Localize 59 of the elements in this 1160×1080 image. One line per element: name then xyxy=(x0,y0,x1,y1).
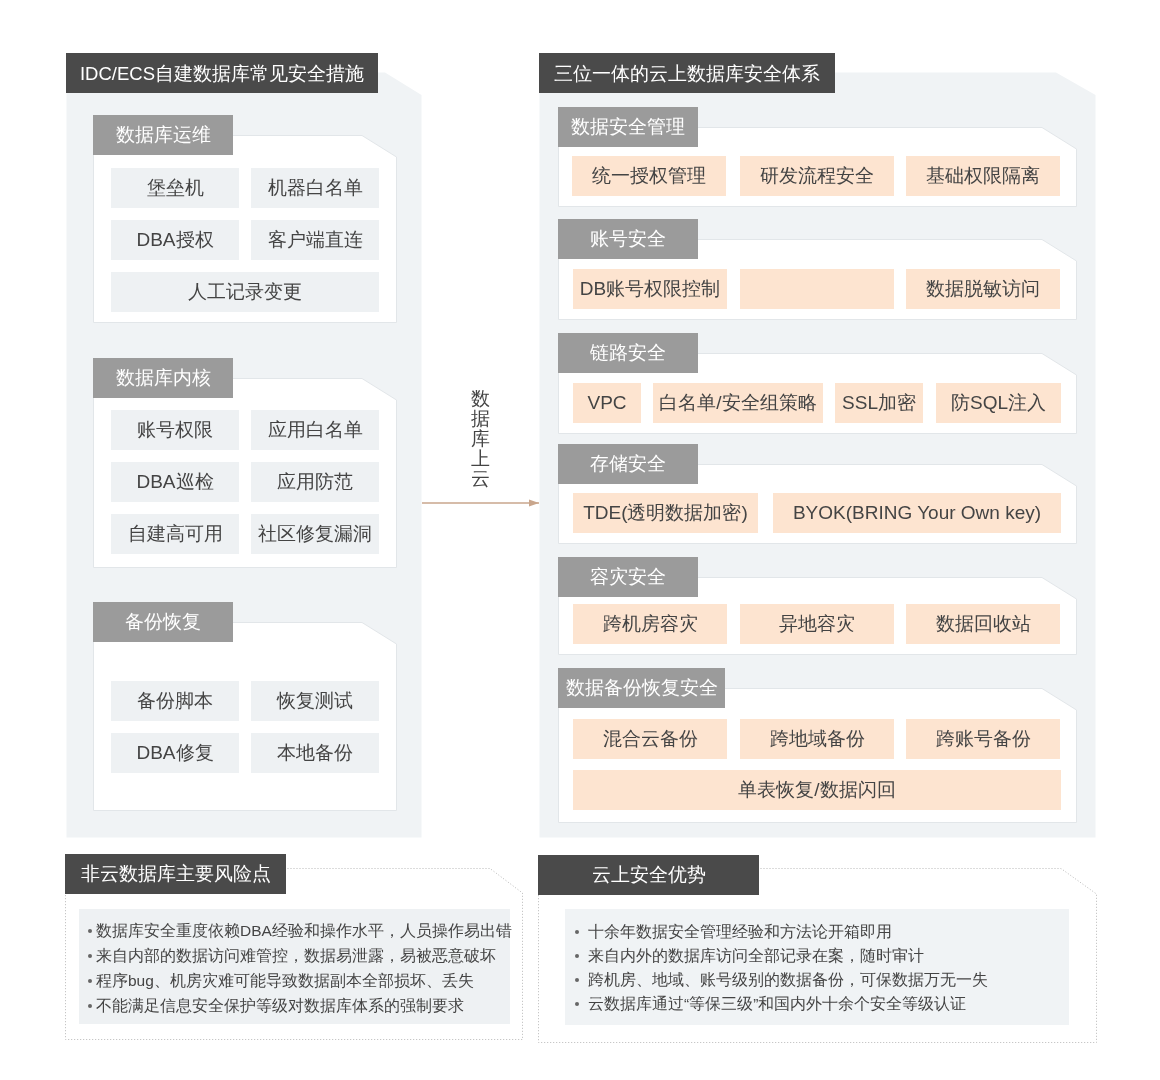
list-item-text: 来自内外的数据库访问全部记录在案，随时审计 xyxy=(588,946,924,966)
edge-label: 数据库上云 xyxy=(470,389,490,489)
group-heading: 备份恢复 xyxy=(93,602,233,642)
measure-box: 应用防范 xyxy=(251,462,379,502)
group-heading: 容灾安全 xyxy=(558,557,698,597)
feature-box: 跨机房容灾 xyxy=(573,604,727,644)
list-panel xyxy=(79,909,510,1024)
measure-box: 机器白名单 xyxy=(251,168,379,208)
group-heading: 链路安全 xyxy=(558,333,698,373)
feature-box: 数据脱敏访问 xyxy=(906,269,1060,309)
measure-box: DBA修复 xyxy=(111,733,239,773)
measure-box: DBA巡检 xyxy=(111,462,239,502)
group-heading: 数据库运维 xyxy=(93,115,233,155)
measure-box: DBA授权 xyxy=(111,220,239,260)
feature-box: TDE(透明数据加密) xyxy=(573,493,758,533)
feature-box: DB账号权限控制 xyxy=(573,269,727,309)
measure-box: 自建高可用 xyxy=(111,514,239,554)
group-heading: 数据安全管理 xyxy=(558,107,698,147)
panel-title: 非云数据库主要风险点 xyxy=(65,854,286,894)
measure-box: 账号权限 xyxy=(111,410,239,450)
measure-box: 堡垒机 xyxy=(111,168,239,208)
feature-box: 统一授权管理 xyxy=(572,156,726,196)
measure-box: 人工记录变更 xyxy=(111,272,379,312)
group-heading: 数据库内核 xyxy=(93,358,233,398)
panel-title: 三位一体的云上数据库安全体系 xyxy=(539,53,835,93)
list-item-text: 程序bug、机房灾难可能导致数据副本全部损坏、丢失 xyxy=(96,971,474,991)
measure-box: 本地备份 xyxy=(251,733,379,773)
feature-box: 研发流程安全 xyxy=(740,156,894,196)
group-heading: 存储安全 xyxy=(558,444,698,484)
feature-box: 白名单/安全组策略 xyxy=(653,383,823,423)
arrow xyxy=(421,499,540,507)
feature-box: 跨地域备份 xyxy=(740,719,894,759)
feature-box: 异地容灾 xyxy=(740,604,894,644)
list-item-text: 云数据库通过“等保三级”和国内外十余个安全等级认证 xyxy=(588,994,967,1014)
list-item-text: 跨机房、地域、账号级别的数据备份，可保数据万无一失 xyxy=(588,970,988,990)
feature-box: 防SQL注入 xyxy=(936,383,1061,423)
measure-box: 备份脚本 xyxy=(111,681,239,721)
feature-box: 跨账号备份 xyxy=(906,719,1060,759)
measure-box: 客户端直连 xyxy=(251,220,379,260)
measure-box: 恢复测试 xyxy=(251,681,379,721)
list-item-text: 数据库安全重度依赖DBA经验和操作水平，人员操作易出错 xyxy=(96,921,512,941)
list-item-text: 来自内部的数据访问难管控，数据易泄露，易被恶意破坏 xyxy=(96,946,496,966)
feature-box: BYOK(BRING Your Own key) xyxy=(773,493,1061,533)
feature-box xyxy=(740,269,894,309)
list-item-text: 十余年数据安全管理经验和方法论开箱即用 xyxy=(588,922,892,942)
list-item-text: 不能满足信息安全保护等级对数据库体系的强制要求 xyxy=(96,996,464,1016)
feature-box: 混合云备份 xyxy=(573,719,727,759)
group-heading: 数据备份恢复安全 xyxy=(558,668,725,708)
panel-title: 云上安全优势 xyxy=(538,855,759,895)
group-heading: 账号安全 xyxy=(558,219,698,259)
measure-box: 社区修复漏洞 xyxy=(251,514,379,554)
panel-title: IDC/ECS自建数据库常见安全措施 xyxy=(66,53,378,93)
feature-box: SSL加密 xyxy=(835,383,923,423)
feature-box: 单表恢复/数据闪回 xyxy=(573,770,1061,810)
measure-box: 应用白名单 xyxy=(251,410,379,450)
list-panel xyxy=(565,909,1069,1025)
feature-box: 基础权限隔离 xyxy=(906,156,1060,196)
feature-box: VPC xyxy=(573,383,641,423)
feature-box: 数据回收站 xyxy=(906,604,1060,644)
